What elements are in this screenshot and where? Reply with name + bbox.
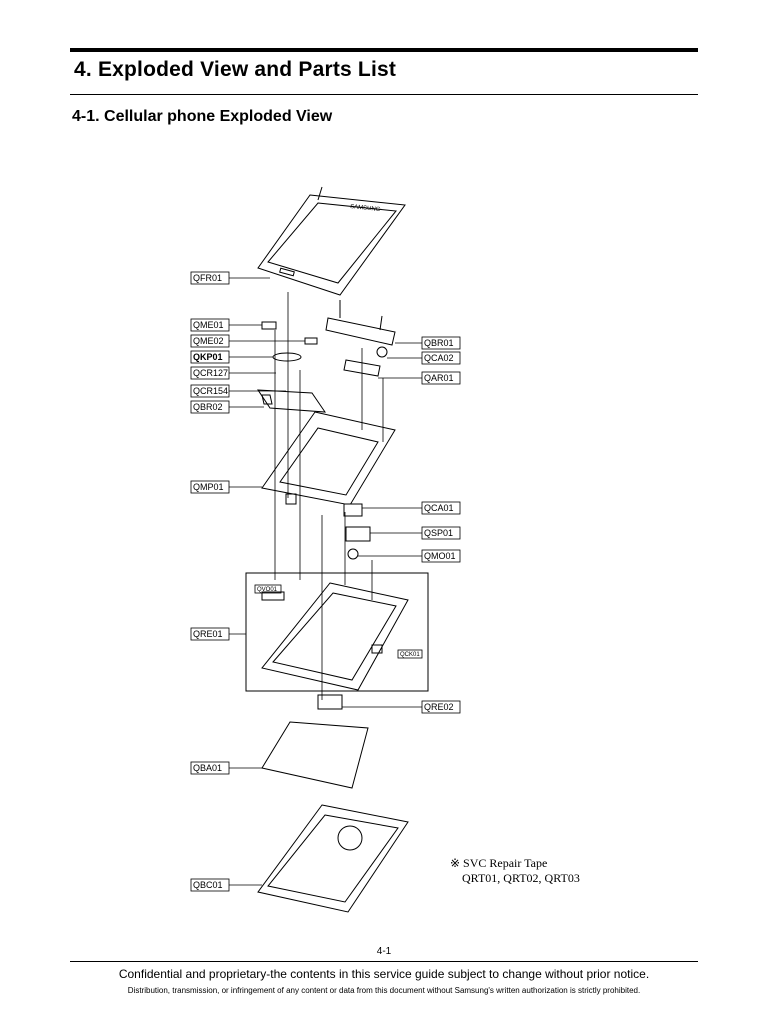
qme01-part xyxy=(261,321,277,330)
battery-part xyxy=(261,721,369,789)
label-qcr127: QCR127 xyxy=(193,368,228,378)
label-qvo01: QVO01 xyxy=(257,587,278,593)
rear-frame-part xyxy=(261,582,409,691)
label-qme02: QME02 xyxy=(193,336,224,346)
page-number: 4-1 xyxy=(376,946,392,957)
label-qcr154: QCR154 xyxy=(193,386,228,396)
label-qba01: QBA01 xyxy=(193,763,222,773)
title-divider xyxy=(70,94,698,95)
label-qre02: QRE02 xyxy=(424,702,454,712)
header-top-rule xyxy=(70,48,698,52)
qre02-part xyxy=(317,694,343,710)
qkp01-part xyxy=(272,352,302,362)
rear-frame-group-box xyxy=(245,572,429,692)
label-qsp01: QSP01 xyxy=(424,528,453,538)
front-panel-part xyxy=(257,186,406,296)
distribution-notice: Distribution, transmission, or infringem… xyxy=(127,986,641,995)
confidential-notice: Confidential and proprietary-the content… xyxy=(118,967,650,981)
label-qck01: QCK01 xyxy=(400,652,420,658)
label-qkp01: QKP01 xyxy=(193,352,223,362)
label-qmp01: QMP01 xyxy=(193,482,224,492)
back-cover-part xyxy=(257,804,409,913)
phone-brand-text: SAMSUNG xyxy=(350,204,381,213)
label-qme01: QME01 xyxy=(193,320,224,330)
label-qca02: QCA02 xyxy=(424,353,454,363)
label-qca01: QCA01 xyxy=(424,503,454,513)
repair-tape-note-title: ※ SVC Repair Tape xyxy=(450,856,548,870)
qca02-part xyxy=(376,346,388,358)
qme02-part xyxy=(304,337,318,345)
qbr01-part xyxy=(325,317,396,346)
label-qbr01: QBR01 xyxy=(424,338,454,348)
label-qbr02: QBR02 xyxy=(193,402,223,412)
label-qfr01: QFR01 xyxy=(193,273,222,283)
repair-tape-note-codes: QRT01, QRT02, QRT03 xyxy=(462,871,580,885)
label-qre01: QRE01 xyxy=(193,629,223,639)
page-title: 4. Exploded View and Parts List xyxy=(74,58,397,81)
label-qar01: QAR01 xyxy=(424,373,454,383)
qmo01-part xyxy=(347,548,359,560)
label-qmo01: QMO01 xyxy=(424,551,456,561)
footer-divider xyxy=(70,961,698,962)
label-qbc01: QBC01 xyxy=(193,880,223,890)
qbr02-part xyxy=(257,389,326,413)
qca01-part xyxy=(343,503,363,517)
section-subtitle: 4-1. Cellular phone Exploded View xyxy=(72,108,333,125)
qsp01-part xyxy=(345,526,371,542)
